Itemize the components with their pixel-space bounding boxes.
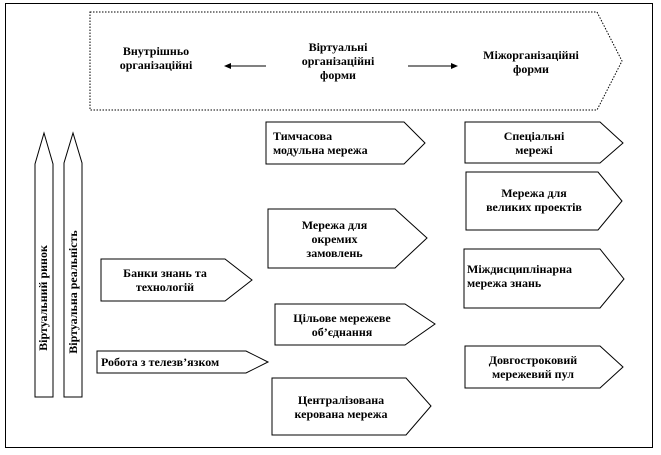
pool-shape (464, 345, 624, 389)
left-arrowhead (224, 63, 231, 69)
special-label: Спеціальні мережі (503, 129, 565, 157)
header-right-label: Міжорганізаційні форми (483, 48, 579, 76)
target-label: Цільове мережеве об’єднання (293, 311, 391, 339)
orders-shape (267, 208, 428, 269)
target-shape (274, 303, 436, 346)
reality-pencil-shape (63, 131, 83, 398)
right-arrowhead (451, 63, 458, 69)
orders-label: Мережа для окремих замовлень (301, 218, 368, 260)
reality-label: Віртуальна реальність (66, 230, 80, 354)
temporary-shape (265, 121, 426, 165)
header-left-label: Внутрішньо організаційні (119, 44, 193, 72)
market-pencil-shape (34, 131, 54, 398)
interdisciplinary-label: Міждисциплінарна мережа знань (467, 262, 572, 290)
market-label: Віртуальний ринок (36, 245, 50, 351)
projects-label: Мережа для великих проектів (486, 186, 582, 214)
header-center-label: Віртуальні організаційні форми (301, 40, 375, 82)
header-banner-shape (89, 11, 623, 111)
projects-shape (465, 171, 623, 231)
banks-shape (100, 258, 253, 302)
special-shape (464, 121, 624, 164)
robota-label: Робота з телезв’язком (101, 355, 220, 369)
temporary-label: Тимчасова модульна мережа (273, 129, 368, 157)
banks-label: Банки знань та технологій (123, 266, 207, 294)
centralized-shape (271, 377, 432, 436)
robota-shape (96, 350, 270, 374)
centralized-label: Централізована керована мережа (294, 393, 388, 421)
pool-label: Довгостроковий мережевий пул (488, 353, 578, 381)
interdisciplinary-shape (463, 248, 625, 309)
